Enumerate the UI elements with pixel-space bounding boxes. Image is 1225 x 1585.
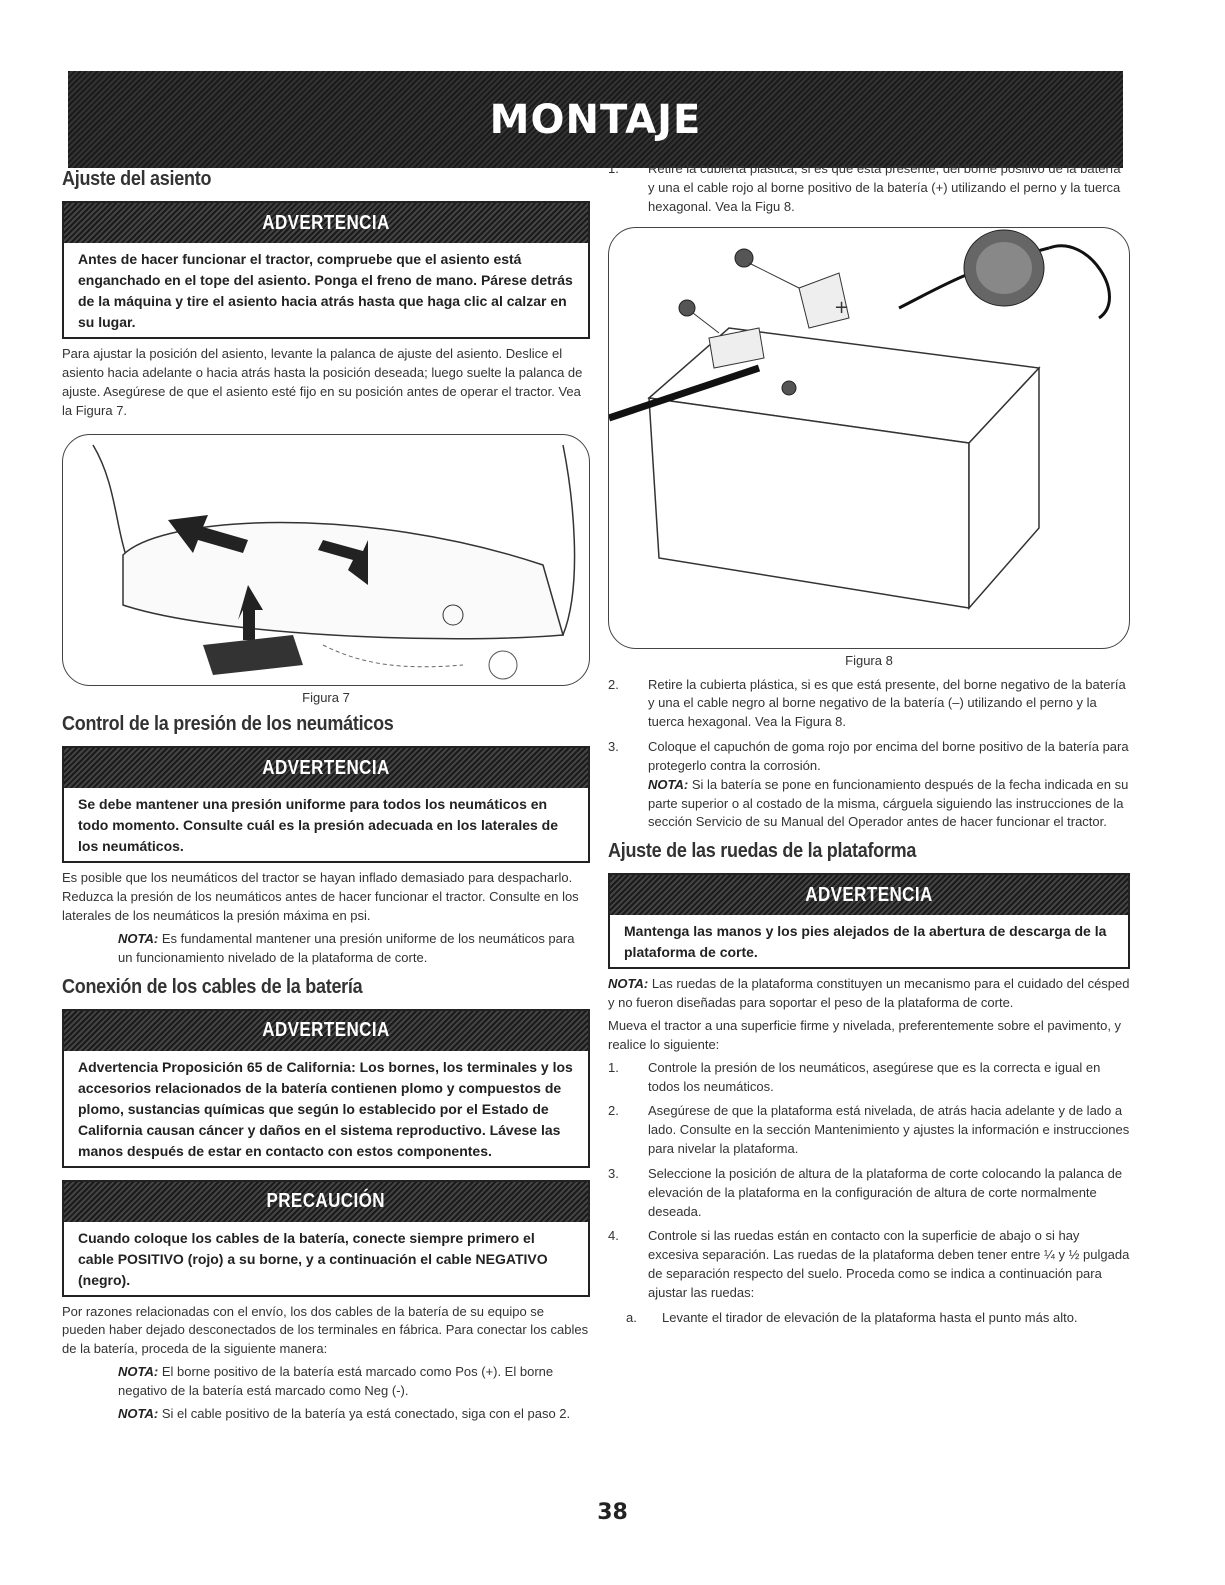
tires-heading: Control de la presión de los neumáticos: [62, 713, 394, 736]
note-label: NOTA:: [118, 1405, 159, 1421]
step-number: 1.: [608, 161, 619, 176]
seat-illustration: [92, 444, 576, 680]
step-number: 2.: [608, 676, 619, 692]
step-text-tail: 8.: [783, 198, 795, 214]
seat-text: Para ajustar la posición del asiento, le…: [62, 346, 583, 418]
tires-text: Es posible que los neumáticos del tracto…: [62, 870, 579, 924]
step-text: Levante el tirador de elevación de la pl…: [662, 1309, 1078, 1325]
battery-note-1: NOTA: El borne positivo de la batería es…: [62, 1363, 590, 1401]
note-text: Las ruedas de la plataforma constituyen …: [608, 976, 1130, 1011]
note-text: Si la batería se pone en funcionamiento …: [648, 776, 1129, 830]
note-text: El borne positivo de la batería está mar…: [118, 1364, 554, 1398]
note-text: Es fundamental mantener una presión unif…: [118, 930, 575, 965]
note-label: NOTA:: [118, 930, 159, 946]
seat-warning-box: ADVERTENCIA Antes de hacer funcionar el …: [62, 201, 590, 339]
wheels-step-2: 2. Asegúrese de que la plataforma está ni…: [608, 1102, 1130, 1159]
step-number: 3.: [608, 1165, 619, 1181]
step-number: a.: [626, 1309, 637, 1325]
wheels-text: Mueva el tractor a una superficie firme …: [608, 1017, 1122, 1052]
warning-header: ADVERTENCIA: [610, 875, 1128, 916]
step-text: Controle si las ruedas están en contacto…: [648, 1228, 1130, 1300]
warning-text: Antes de hacer funcionar el tractor, com…: [78, 251, 573, 330]
warning-title: ADVERTENCIA: [262, 756, 390, 779]
battery-steps: 1. Retire la cubierta plástica, si es que…: [608, 160, 1130, 217]
step-number: 3.: [608, 739, 619, 755]
wheels-step-4a: a. Levante el tirador de elevación de la …: [608, 1309, 1130, 1328]
step-text: Seleccione la posición de altura de la p…: [648, 1165, 1123, 1219]
right-column: 1. Retire la cubierta plástica, si es que…: [608, 160, 1130, 1334]
step-1: 1. Retire la cubierta plástica, si es que…: [608, 160, 1130, 217]
note-label: NOTA:: [118, 1364, 159, 1380]
page-number: 38: [597, 1500, 628, 1525]
caution-text: Cuando coloque los cables de la batería,…: [78, 1229, 548, 1288]
left-column: Ajuste del asiento ADVERTENCIA Antes de …: [62, 160, 590, 1428]
warning-text: Advertencia Proposición 65 de California…: [78, 1058, 573, 1159]
warning-text: Se debe mantener una presión uniforme pa…: [78, 796, 559, 855]
warning-title: ADVERTENCIA: [805, 883, 933, 906]
caution-title: PRECAUCIÓN: [266, 1190, 386, 1213]
wheels-note: NOTA: Las ruedas de la plataforma consti…: [608, 975, 1130, 1013]
step-number: 4.: [608, 1228, 619, 1244]
wheels-steps: 1. Controle la presión de los neumáticos,…: [608, 1059, 1130, 1328]
battery-warning-box: ADVERTENCIA Advertencia Proposición 65 d…: [62, 1008, 590, 1168]
battery-steps-cont: 2. Retire la cubierta plástica, si es que…: [608, 676, 1130, 833]
figure-7-caption: Figura 7: [302, 690, 350, 706]
caution-header: PRECAUCIÓN: [64, 1181, 588, 1222]
battery-figure: +: [608, 226, 1130, 649]
warning-title: ADVERTENCIA: [262, 1019, 390, 1042]
seat-heading: Ajuste del asiento: [62, 168, 212, 190]
wheels-heading: Ajuste de las ruedas de la plataforma: [608, 840, 917, 863]
warning-header: ADVERTENCIA: [64, 203, 588, 243]
battery-caution-box: PRECAUCIÓN Cuando coloque los cables de …: [62, 1179, 590, 1297]
step-number: 1.: [608, 1059, 619, 1075]
warning-text: Mantenga las manos y los pies alejados d…: [624, 923, 1107, 961]
step-text: Retire la cubierta plástica, si es que e…: [648, 161, 1121, 214]
note-text: Si el cable positivo de la batería ya es…: [158, 1405, 571, 1421]
step-2: 2. Retire la cubierta plástica, si es que…: [608, 676, 1130, 733]
tires-note: NOTA: Es fundamental mantener una presió…: [62, 930, 590, 968]
battery-heading: Conexión de los cables de la batería: [62, 975, 363, 998]
step-text: Asegúrese de que la plataforma está nive…: [648, 1103, 1130, 1157]
battery-illustration: +: [609, 229, 1111, 610]
note-label: NOTA:: [648, 776, 689, 792]
svg-text:+: +: [834, 297, 849, 318]
wheels-step-4: 4. Controle si las ruedas están en contac…: [608, 1227, 1130, 1302]
step-number: 2.: [608, 1103, 619, 1119]
step-text: Controle la presión de los neumáticos, a…: [648, 1059, 1101, 1094]
note-label: NOTA:: [608, 976, 649, 992]
section-banner: MONTAJE: [68, 71, 1123, 168]
seat-figure: [62, 434, 590, 687]
figure-8-caption: Figura 8: [845, 652, 893, 668]
wheels-step-3: 3. Seleccione la posición de altura de la…: [608, 1165, 1130, 1222]
step-3: 3. Coloque el capuchón de goma rojo por e…: [608, 738, 1130, 832]
warning-header: ADVERTENCIA: [64, 748, 588, 789]
battery-note-2: NOTA: Si el cable positivo de la batería…: [62, 1405, 590, 1424]
warning-header: ADVERTENCIA: [64, 1010, 588, 1051]
battery-text: Por razones relacionadas con el envío, l…: [62, 1303, 589, 1357]
warning-title: ADVERTENCIA: [262, 211, 390, 234]
wheels-warning-box: ADVERTENCIA Mantenga las manos y los pie…: [608, 873, 1130, 970]
step-text: Retire la cubierta plástica, si es que e…: [648, 676, 1126, 730]
banner-title: MONTAJE: [489, 96, 702, 143]
step-text: Coloque el capuchón de goma rojo por enc…: [648, 739, 1129, 773]
tires-warning-box: ADVERTENCIA Se debe mantener una presión…: [62, 746, 590, 864]
wheels-step-1: 1. Controle la presión de los neumáticos,…: [608, 1059, 1130, 1097]
